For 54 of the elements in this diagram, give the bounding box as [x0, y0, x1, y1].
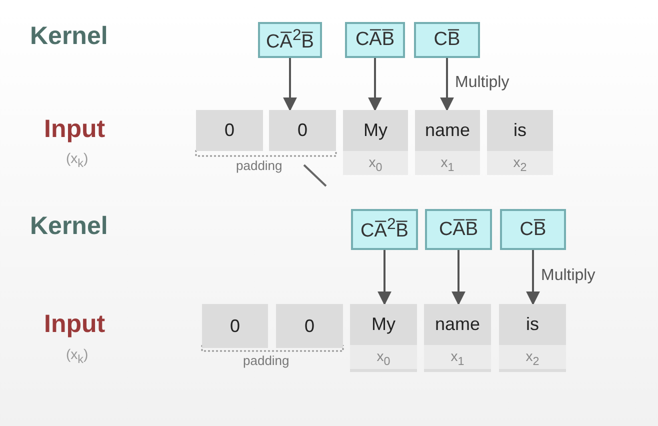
- arrow: [283, 58, 297, 112]
- arrow: [440, 58, 454, 112]
- input-token-cell: [276, 304, 343, 348]
- row-label: Kernel: [30, 212, 108, 241]
- kernel-formula: CA̅$^{2}$B̅: [266, 26, 314, 54]
- input-token-cell: [202, 304, 268, 348]
- kernel-box: [345, 22, 405, 58]
- token-text: My: [372, 313, 396, 336]
- position-subscript: x$_{1}$: [415, 151, 480, 175]
- input-token-cell: [424, 304, 491, 372]
- kernel-formula: CA̅B̅: [438, 218, 478, 240]
- arrow: [526, 250, 540, 306]
- position-subscript: x$_{2}$: [487, 151, 553, 175]
- kernel-box: [425, 209, 492, 250]
- variable-label: (x$_{k}$): [66, 346, 88, 366]
- arrow: [452, 250, 466, 306]
- token-text: name: [434, 313, 480, 336]
- edge-label: Multiply: [455, 74, 510, 92]
- token-text: is: [526, 313, 539, 336]
- token-text: name: [424, 119, 470, 142]
- kernel-box: [258, 22, 322, 58]
- kernel-formula: CA̅B̅: [355, 29, 395, 51]
- row-label: Kernel: [30, 22, 108, 51]
- input-token-cell: [415, 110, 480, 175]
- kernel-box: [500, 209, 566, 250]
- arrow: [378, 250, 392, 306]
- token-text: 0: [224, 119, 234, 142]
- input-token-cell: [343, 110, 408, 175]
- kernel-formula: CB̅: [434, 29, 460, 51]
- position-subscript: x$_{0}$: [350, 345, 417, 369]
- kernel-box: [414, 22, 480, 58]
- padding-label: padding: [243, 353, 290, 368]
- arrow: [368, 58, 382, 112]
- row-label: Input: [44, 115, 106, 144]
- kernel-box: [351, 209, 418, 250]
- padding-label: padding: [236, 158, 282, 173]
- input-token-cell: [269, 110, 336, 151]
- token-text: My: [364, 119, 388, 142]
- token-text: 0: [304, 314, 314, 338]
- edge-label: Multiply: [541, 267, 596, 285]
- variable-label: (x$_{k}$): [66, 150, 88, 170]
- token-text: 0: [230, 314, 240, 338]
- input-token-cell: [499, 304, 566, 372]
- position-subscript: x$_{0}$: [343, 151, 408, 175]
- position-subscript: x$_{1}$: [424, 345, 491, 369]
- kernel-formula: CA̅$^{2}$B̅: [360, 216, 408, 243]
- input-token-cell: [196, 110, 263, 151]
- token-text: is: [514, 119, 526, 142]
- token-text: 0: [297, 119, 308, 142]
- input-token-cell: [487, 110, 553, 175]
- position-subscript: x$_{2}$: [499, 345, 566, 369]
- kernel-formula: CB̅: [520, 218, 546, 240]
- input-token-cell: [350, 304, 417, 372]
- row-label: Input: [44, 310, 106, 339]
